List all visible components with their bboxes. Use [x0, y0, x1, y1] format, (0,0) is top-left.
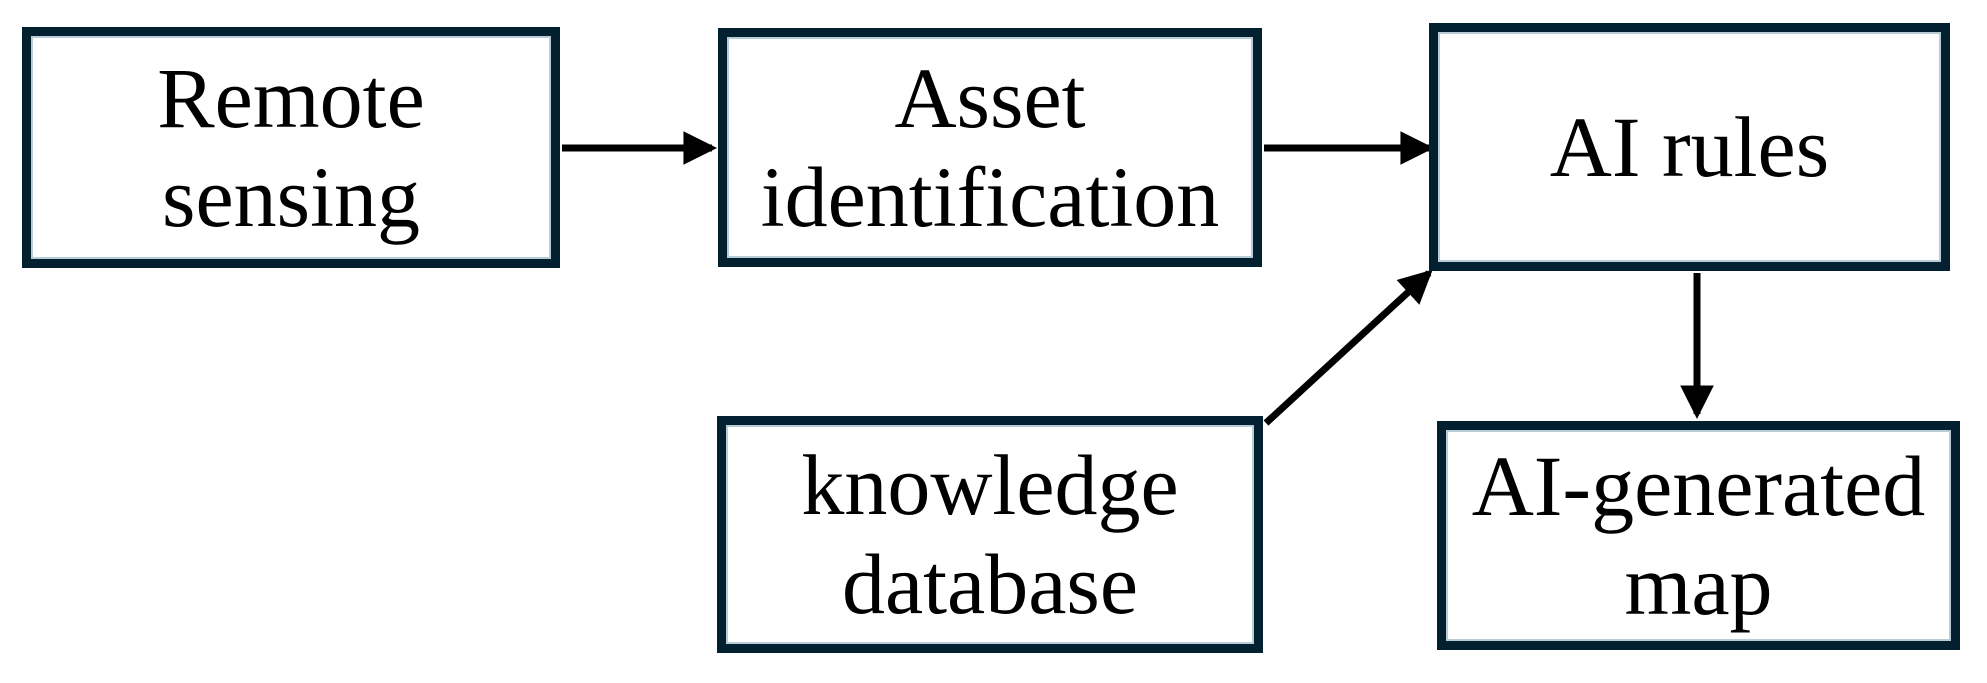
- node-remote-sensing-label: Remote sensing: [157, 49, 425, 245]
- node-asset-identification: Asset identification: [718, 28, 1262, 267]
- node-ai-generated-map: AI-generated map: [1437, 421, 1960, 650]
- node-knowledge-database: knowledge database: [717, 416, 1263, 653]
- node-ai-generated-map-label: AI-generated map: [1471, 437, 1926, 633]
- node-ai-rules: AI rules: [1429, 23, 1950, 271]
- node-remote-sensing: Remote sensing: [22, 27, 560, 268]
- arrow-knowledge-database-to-ai-rules: [1263, 269, 1433, 426]
- node-asset-identification-label: Asset identification: [760, 49, 1220, 245]
- node-ai-rules-label: AI rules: [1549, 98, 1830, 195]
- node-knowledge-database-label: knowledge database: [801, 436, 1179, 632]
